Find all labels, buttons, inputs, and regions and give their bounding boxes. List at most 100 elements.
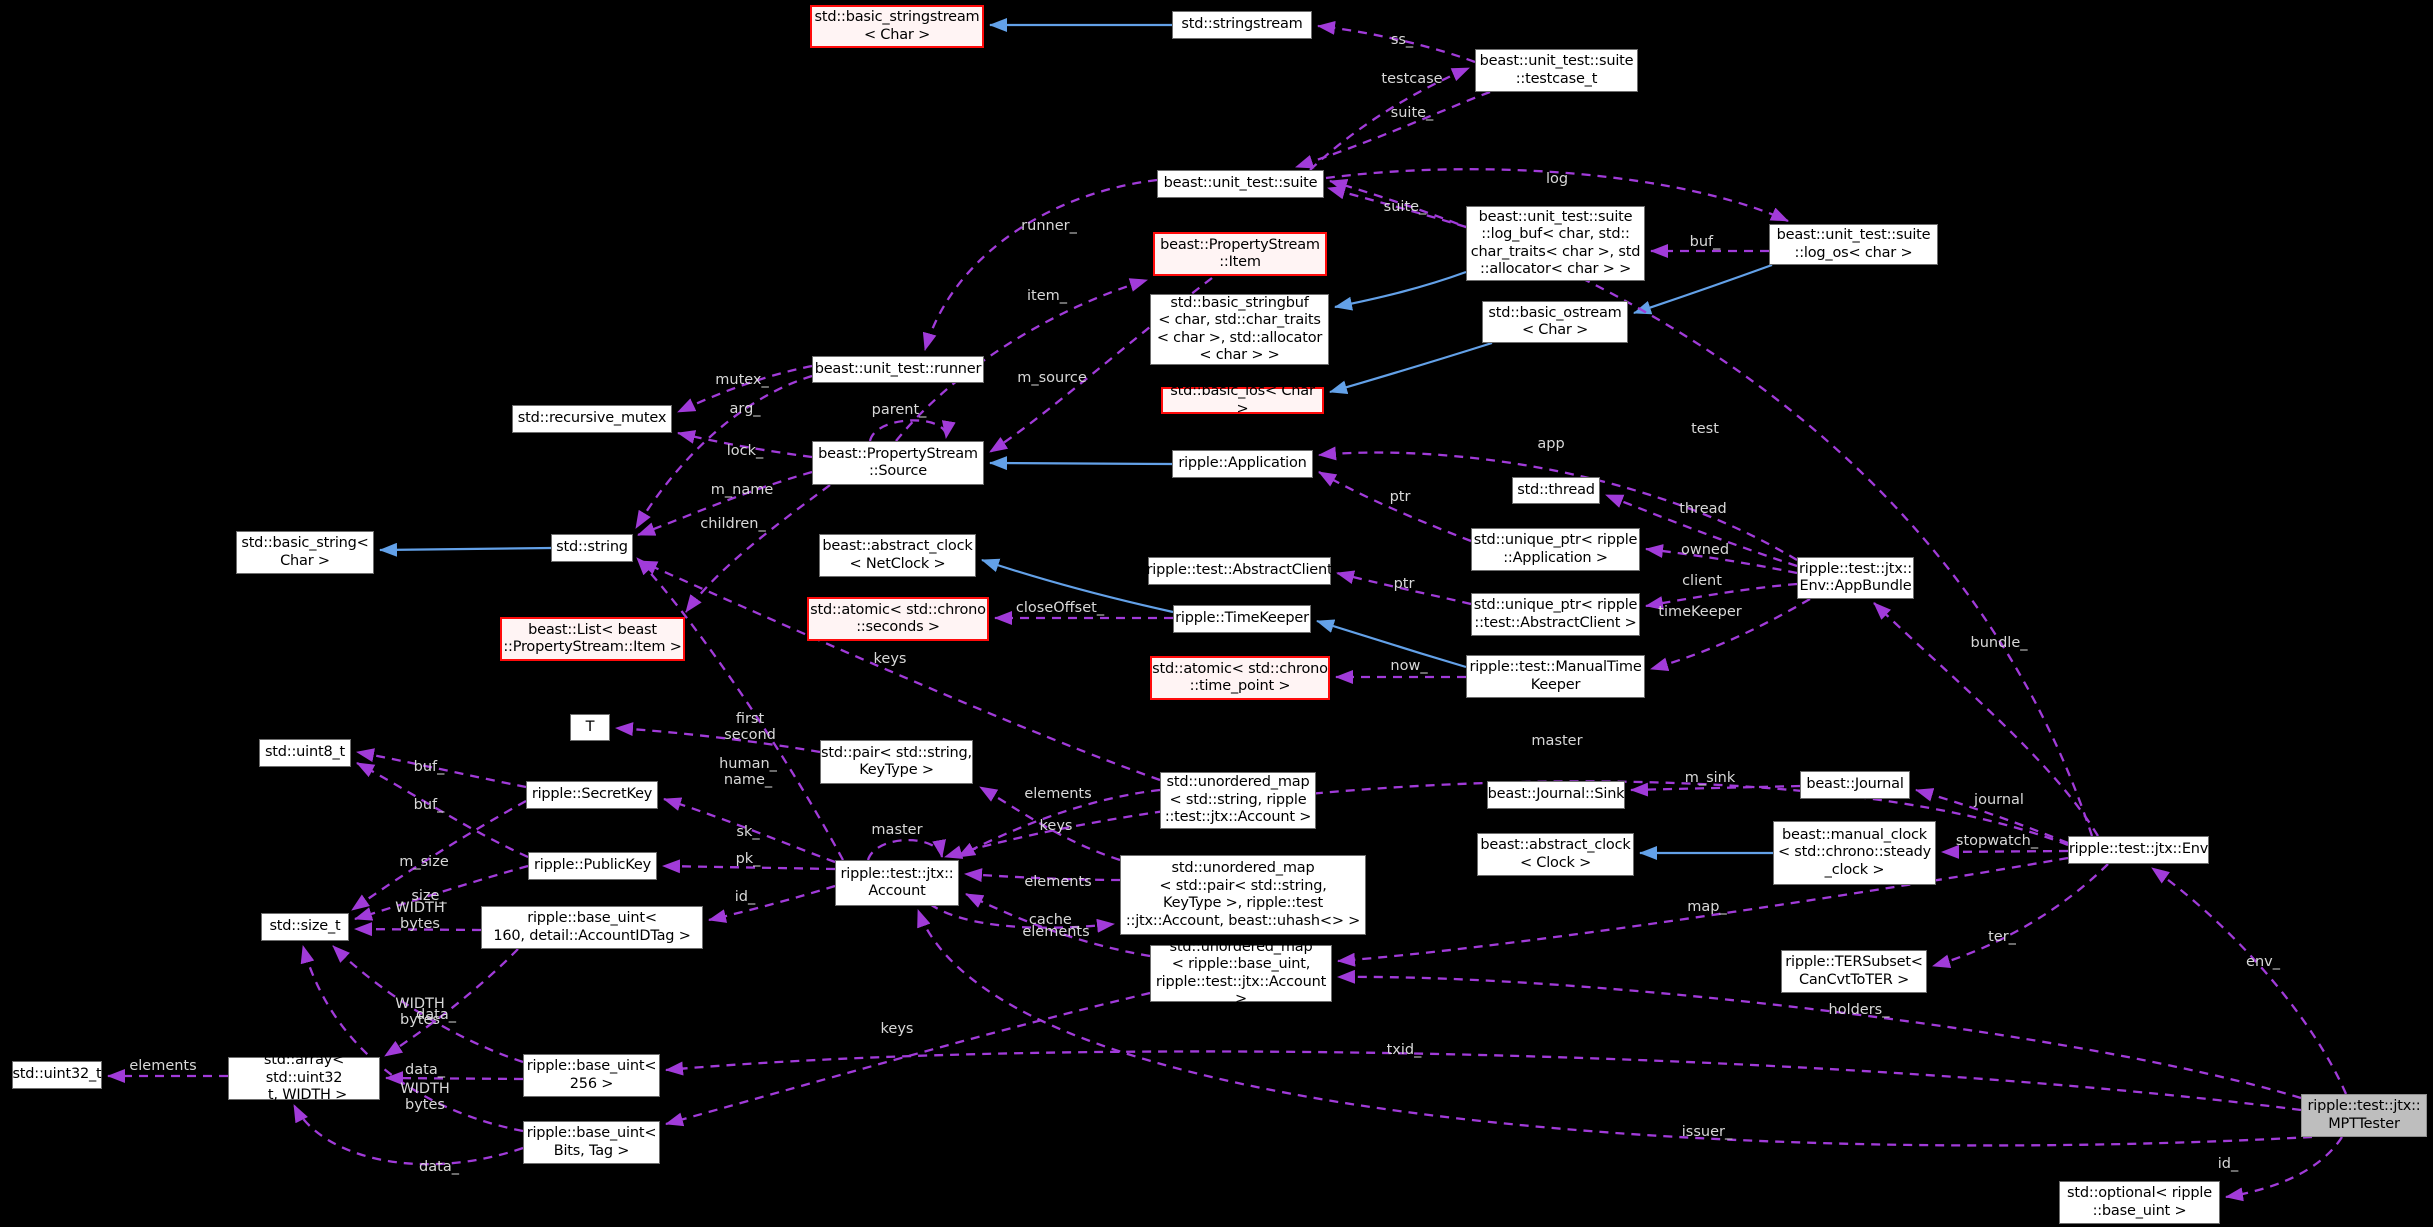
class-node-std-array-uint32[interactable]: std::array< std::uint32 _t, WIDTH >: [228, 1052, 380, 1103]
class-node-abstract-clock-netclock[interactable]: beast::abstract_clock < NetClock >: [819, 534, 976, 577]
edge-umap-baseuint-account-to-base-uint-bits-tag: [665, 991, 1151, 1127]
edge-manual-time-keeper-to-ripple-timekeeper: [1316, 619, 1467, 669]
edge-jtx-mpttester-to-jtx-env: [2151, 867, 2348, 1095]
edge-jtx-account-to-umap-pair-account: [929, 903, 1115, 933]
edge-umap-baseuint-account-to-jtx-account: [965, 892, 1151, 958]
edge-env-appbundle-to-manual-time-keeper: [1650, 598, 1811, 672]
class-node-suite-log-os[interactable]: beast::unit_test::suite ::log_os< char >: [1769, 224, 1938, 265]
class-node-env-appbundle[interactable]: ripple::test::jtx:: Env::AppBundle: [1797, 557, 1914, 599]
class-node-std-uint32-t[interactable]: std::uint32_t: [12, 1061, 102, 1089]
edge-beast-journal-to-beast-journal-sink: [1630, 782, 1801, 797]
edge-propertystream-source-to-std-recursive-mutex: [677, 430, 813, 459]
class-node-ripple-publickey[interactable]: ripple::PublicKey: [528, 852, 657, 880]
edge-propertystream-source-to-propertystream-item: [895, 278, 1148, 442]
class-node-propertystream-source[interactable]: beast::PropertyStream ::Source: [812, 441, 984, 485]
edge-jtx-mpttester-to-jtx-account: [916, 909, 2313, 1147]
class-node-propertystream-item[interactable]: beast::PropertyStream ::Item: [1153, 232, 1327, 276]
edge-jtx-account-to-jtx-account: [866, 839, 946, 861]
class-node-std-size-t[interactable]: std::size_t: [261, 913, 349, 941]
edge-env-appbundle-to-unique-ptr-application: [1645, 544, 1798, 575]
edge-unique-ptr-abstractclient-to-test-abstractclient: [1336, 570, 1472, 606]
edge-ripple-publickey-to-std-uint8-t: [356, 761, 529, 859]
edge-env-appbundle-to-std-thread: [1605, 493, 1798, 568]
edge-suite-testcase-t-to-std-stringstream: [1317, 20, 1476, 64]
class-node-beast-manual-clock[interactable]: beast::manual_clock < std::chrono::stead…: [1773, 821, 1936, 885]
class-node-std-pair-keytype[interactable]: std::pair< std::string, KeyType >: [820, 740, 973, 784]
class-node-umap-baseuint-account[interactable]: std::unordered_map < ripple::base_uint, …: [1150, 939, 1332, 1007]
edge-base-uint-256-to-std-size-t: [332, 945, 524, 1064]
class-node-std-basic-stringbuf[interactable]: std::basic_stringbuf < char, std::char_t…: [1150, 294, 1329, 365]
class-node-base-uint-256[interactable]: ripple::base_uint< 256 >: [523, 1054, 660, 1097]
edge-jtx-account-to-base-uint-160: [708, 884, 836, 923]
class-node-atomic-time-point[interactable]: std::atomic< std::chrono ::time_point >: [1150, 656, 1330, 700]
class-node-std-basic-ios[interactable]: std::basic_ios< Char >: [1161, 383, 1324, 417]
edge-unit-test-runner-to-std-string: [635, 374, 813, 529]
class-node-suite-testcase-t[interactable]: beast::unit_test::suite ::testcase_t: [1475, 49, 1638, 92]
class-node-std-stringstream[interactable]: std::stringstream: [1172, 11, 1312, 39]
edge-propertystream-source-to-beast-list-item: [685, 484, 831, 613]
edge-jtx-env-to-umap-baseuint-account: [1337, 856, 2069, 967]
edge-ripple-publickey-to-std-size-t: [354, 864, 529, 921]
class-node-unique-ptr-application[interactable]: std::unique_ptr< ripple ::Application >: [1471, 528, 1640, 571]
class-node-beast-list-item[interactable]: beast::List< beast ::PropertyStream::Ite…: [500, 617, 685, 661]
edge-env-appbundle-to-unique-ptr-abstractclient: [1645, 582, 1798, 610]
edge-propertystream-source-to-std-string: [637, 470, 813, 537]
edge-umap-string-account-to-std-string: [639, 559, 1161, 782]
class-node-std-string[interactable]: std::string: [551, 534, 633, 562]
class-node-jtx-account[interactable]: ripple::test::jtx:: Account: [835, 860, 959, 906]
class-node-suite-log-buf[interactable]: beast::unit_test::suite ::log_buf< char,…: [1466, 206, 1645, 281]
class-node-unit-test-suite[interactable]: beast::unit_test::suite: [1157, 170, 1324, 198]
class-node-std-basic-stringstream[interactable]: std::basic_stringstream < Char >: [810, 5, 984, 48]
class-node-std-basic-ostream[interactable]: std::basic_ostream < Char >: [1482, 301, 1628, 343]
edge-std-basic-ostream-to-std-basic-ios: [1329, 341, 1493, 395]
class-node-jtx-mpttester[interactable]: ripple::test::jtx:: MPTTester: [2301, 1094, 2427, 1137]
edge-base-uint-bits-tag-to-std-array-uint32: [292, 1104, 524, 1166]
class-node-std-thread[interactable]: std::thread: [1512, 477, 1600, 504]
class-node-beast-journal[interactable]: beast::Journal: [1800, 771, 1910, 799]
edge-jtx-mpttester-to-base-uint-256: [665, 1050, 2302, 1112]
class-node-ripple-secretkey[interactable]: ripple::SecretKey: [526, 781, 658, 809]
edge-jtx-env-to-beast-journal: [1915, 788, 2069, 845]
class-node-test-abstractclient[interactable]: ripple::test::AbstractClient: [1147, 557, 1333, 585]
edge-ripple-timekeeper-to-abstract-clock-netclock: [981, 558, 1174, 614]
edge-umap-string-account-to-jtx-account: [957, 788, 1161, 859]
edge-std-string-to-std-basic-string: [379, 542, 552, 557]
class-node-base-uint-160[interactable]: ripple::base_uint< 160, detail::AccountI…: [481, 906, 703, 949]
edge-base-uint-160-to-std-array-uint32: [384, 948, 519, 1057]
edge-unique-ptr-application-to-ripple-application: [1318, 471, 1472, 543]
class-node-tersubset[interactable]: ripple::TERSubset< CanCvtToTER >: [1781, 950, 1927, 993]
class-node-std-uint8-t[interactable]: std::uint8_t: [259, 739, 351, 767]
class-node-base-uint-bits-tag[interactable]: ripple::base_uint< Bits, Tag >: [523, 1121, 660, 1164]
class-node-ripple-timekeeper[interactable]: ripple::TimeKeeper: [1173, 605, 1311, 633]
class-node-std-recursive-mutex[interactable]: std::recursive_mutex: [512, 405, 672, 433]
class-node-std-optional-baseuint[interactable]: std::optional< ripple ::base_uint >: [2059, 1181, 2220, 1224]
class-node-ripple-application[interactable]: ripple::Application: [1172, 450, 1313, 478]
class-node-umap-string-account[interactable]: std::unordered_map < std::string, ripple…: [1160, 772, 1316, 829]
edge-ripple-application-to-propertystream-source: [989, 456, 1173, 471]
class-node-atomic-seconds[interactable]: std::atomic< std::chrono ::seconds >: [807, 597, 989, 641]
edge-umap-pair-account-to-jtx-account: [964, 868, 1121, 883]
class-node-unique-ptr-abstractclient[interactable]: std::unique_ptr< ripple ::test::Abstract…: [1471, 593, 1640, 636]
edge-propertystream-source-to-propertystream-source: [868, 419, 956, 442]
class-node-jtx-env[interactable]: ripple::test::jtx::Env: [2068, 836, 2209, 864]
class-node-abstract-clock-clock[interactable]: beast::abstract_clock < Clock >: [1477, 833, 1634, 876]
class-node-manual-time-keeper[interactable]: ripple::test::ManualTime Keeper: [1466, 655, 1645, 698]
class-node-beast-journal-sink[interactable]: beast::Journal::Sink: [1487, 781, 1625, 809]
edge-ripple-secretkey-to-std-size-t: [351, 799, 527, 911]
edge-jtx-mpttester-to-std-optional-baseuint: [2225, 1136, 2343, 1202]
edge-jtx-account-to-ripple-publickey: [662, 859, 836, 874]
edge-jtx-mpttester-to-umap-baseuint-account: [1337, 969, 2302, 1100]
edge-jtx-env-to-env-appbundle: [1873, 602, 2099, 837]
edge-jtx-env-to-unit-test-suite: [1329, 179, 2094, 837]
edge-jtx-account-to-std-string: [636, 557, 845, 861]
class-node-unit-test-runner[interactable]: beast::unit_test::runner: [812, 356, 984, 383]
edge-unit-test-suite-to-suite-log-os: [1325, 168, 1789, 223]
edge-umap-pair-account-to-std-pair-keytype: [979, 786, 1121, 862]
class-node-umap-pair-account[interactable]: std::unordered_map < std::pair< std::str…: [1120, 855, 1366, 935]
class-node-std-basic-string[interactable]: std::basic_string< Char >: [236, 531, 374, 574]
class-node-t-param[interactable]: T: [570, 714, 610, 741]
edge-suite-testcase-t-to-unit-test-suite: [1295, 90, 1491, 169]
edge-std-pair-keytype-to-t-param: [615, 722, 821, 754]
edge-jtx-env-to-beast-manual-clock: [1941, 844, 2069, 859]
